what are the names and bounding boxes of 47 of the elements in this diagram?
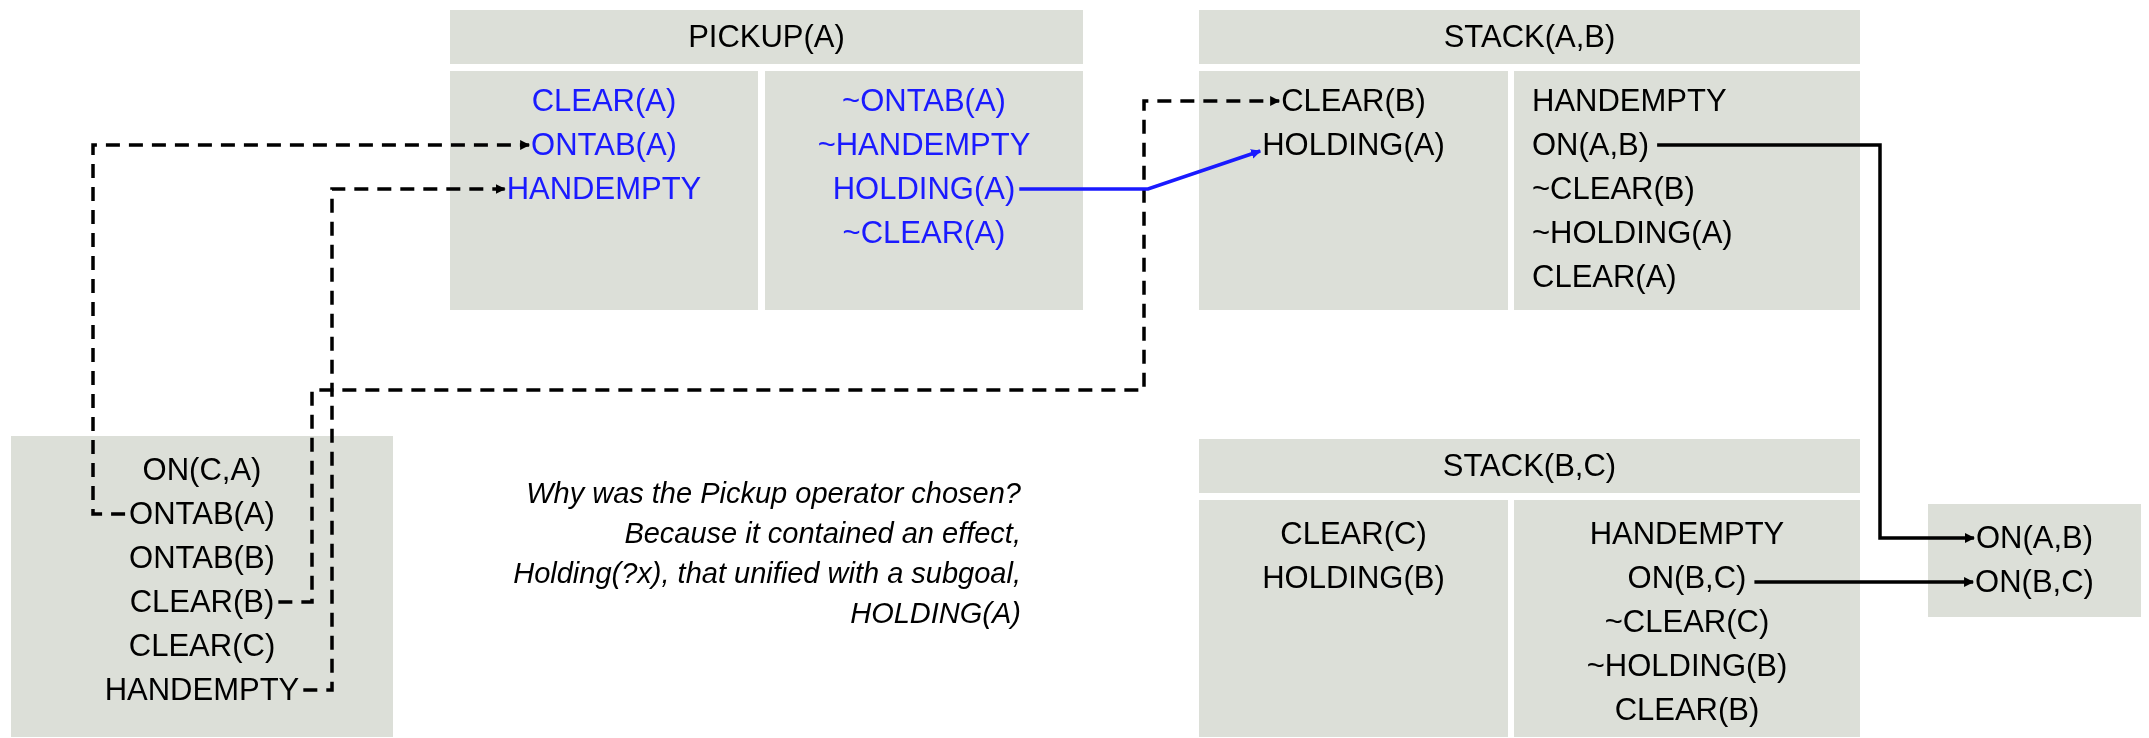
preconditions-panel xyxy=(450,71,758,310)
operator-title: PICKUP(A) xyxy=(450,10,1083,64)
predicate-text: ON(C,A) xyxy=(142,448,262,492)
predicate-text: ~CLEAR(B) xyxy=(1532,167,1695,211)
predicate-text: HOLDING(B) xyxy=(1262,556,1445,600)
dashed-arrow xyxy=(91,140,531,516)
dashed-arrow xyxy=(278,96,1281,604)
predicate-text: ONTAB(A) xyxy=(129,492,275,536)
predicate-text: ONTAB(A) xyxy=(531,123,677,167)
predicate-text: ~CLEAR(A) xyxy=(842,211,1006,255)
predicate-text: ~CLEAR(C) xyxy=(1604,600,1770,644)
predicate-text: ON(A,B) xyxy=(1532,123,1650,167)
effects-panel xyxy=(1514,71,1860,310)
predicate-text: CLEAR(A) xyxy=(1532,255,1677,299)
state-panel xyxy=(11,436,393,737)
predicate-text: HOLDING(A) xyxy=(1262,123,1445,167)
predicate-text: HANDEMPTY xyxy=(506,167,702,211)
effects-panel xyxy=(765,71,1083,310)
effects-panel xyxy=(1514,500,1860,737)
predicate-text: ON(B,C) xyxy=(1627,556,1747,600)
predicate-text: ~HOLDING(B) xyxy=(1586,644,1788,688)
arrow xyxy=(1754,577,1975,587)
predicate-text: ~HOLDING(A) xyxy=(1532,211,1733,255)
predicate-text: ONTAB(B) xyxy=(129,536,275,580)
dashed-arrow xyxy=(303,184,506,692)
arrow xyxy=(1019,149,1262,191)
predicate-text: ~ONTAB(A) xyxy=(842,79,1006,123)
note-text: Why was the Pickup operator chosen? Because it contained an effect, Holding(?x), that unified with a subgoal, HOLDING(A) xyxy=(512,476,1021,631)
operator-title: STACK(B,C) xyxy=(1199,439,1860,493)
predicate-text: HANDEMPTY xyxy=(1532,79,1727,123)
predicate-text: ~HANDEMPTY xyxy=(817,123,1031,167)
predicate-text: ON(A,B) xyxy=(1975,516,2094,560)
goal-panel xyxy=(1928,504,2141,617)
predicate-text: CLEAR(C) xyxy=(1280,512,1427,556)
operator-title: STACK(A,B) xyxy=(1199,10,1860,64)
predicate-text: HANDEMPTY xyxy=(104,668,300,712)
predicate-text: CLEAR(A) xyxy=(531,79,677,123)
predicate-text: HANDEMPTY xyxy=(1589,512,1785,556)
predicate-text: ON(B,C) xyxy=(1975,560,2094,604)
preconditions-panel xyxy=(1199,500,1508,737)
predicate-text: CLEAR(B) xyxy=(129,580,275,624)
arrow xyxy=(1657,143,1975,543)
predicate-text: CLEAR(C) xyxy=(128,624,276,668)
predicate-text: CLEAR(B) xyxy=(1281,79,1426,123)
preconditions-panel xyxy=(1199,71,1508,310)
predicate-text: CLEAR(B) xyxy=(1614,688,1760,732)
predicate-text: HOLDING(A) xyxy=(832,167,1016,211)
